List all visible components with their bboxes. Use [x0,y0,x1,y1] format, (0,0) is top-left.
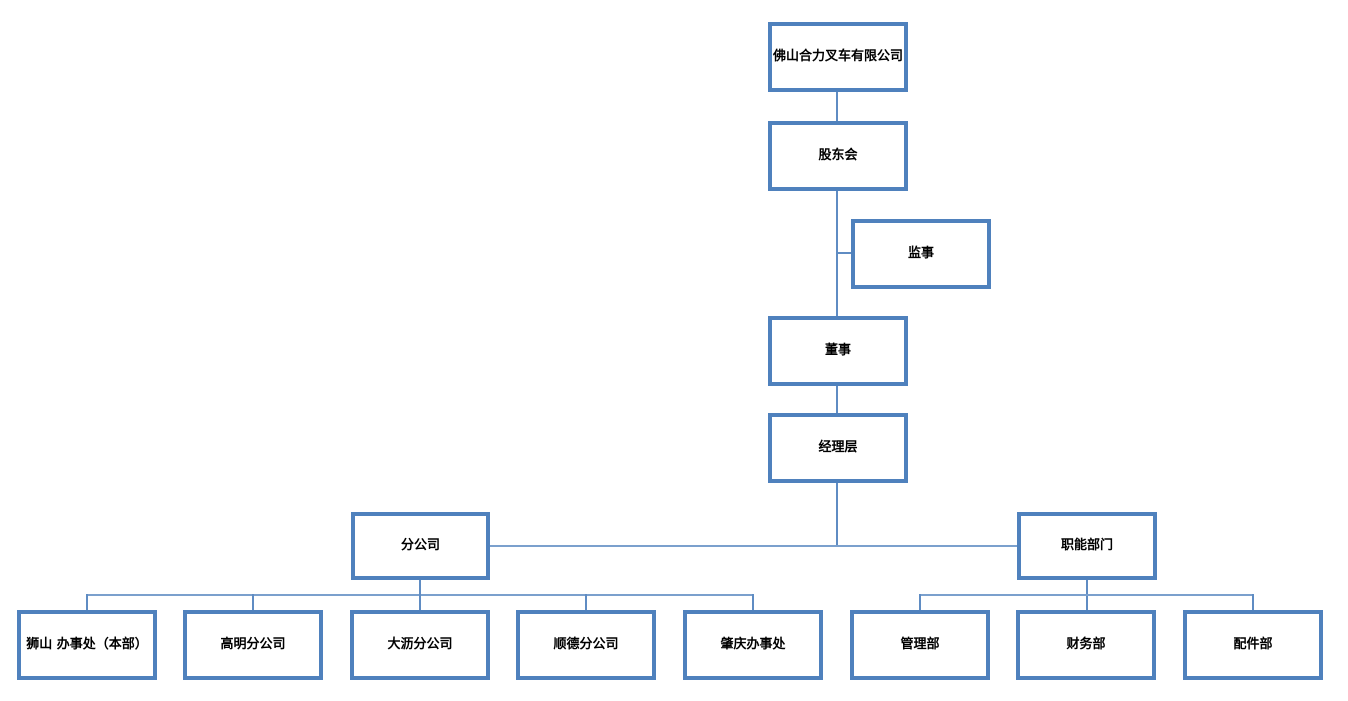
connector-stub-dali [419,594,421,611]
org-node-finance-dept: 财务部 [1016,610,1156,680]
connector-hub-horizontal [490,545,1018,547]
org-node-supervisor-label: 监事 [907,246,934,262]
org-node-parts-dept: 配件部 [1183,610,1323,680]
org-node-shareholders: 股东会 [768,121,908,191]
connector-company-shareholders [836,92,838,121]
org-node-management-dept: 管理部 [850,610,990,680]
org-node-company-label: 佛山合力叉车有限公司 [772,49,903,65]
org-node-shishan-office-label: 狮山 办事处（本部） [26,637,148,653]
org-node-shishan-office: 狮山 办事处（本部） [17,610,157,680]
org-node-zhaoqing-office: 肇庆办事处 [683,610,823,680]
org-node-shareholders-label: 股东会 [818,148,858,164]
org-node-management-dept-label: 管理部 [900,637,940,653]
org-node-company: 佛山合力叉车有限公司 [768,22,908,92]
org-node-branches-label: 分公司 [400,538,440,554]
org-node-supervisor: 监事 [851,219,991,289]
connector-supervisor-stub [837,252,851,254]
org-node-shunde-branch-label: 顺德分公司 [553,637,619,653]
connector-stub-shishan [86,594,88,611]
connector-branches-down [419,579,421,595]
org-node-dali-branch-label: 大沥分公司 [387,637,453,653]
org-node-management-label: 经理层 [818,440,858,456]
connector-stub-shunde [585,594,587,611]
connector-stub-peijian [1252,594,1254,611]
org-node-management: 经理层 [768,413,908,483]
org-node-functions-label: 职能部门 [1060,538,1113,554]
org-node-director: 董事 [768,316,908,386]
org-node-shunde-branch: 顺德分公司 [516,610,656,680]
org-node-gaoming-branch: 高明分公司 [183,610,323,680]
connector-stub-zhaoqing [752,594,754,611]
connector-stub-guanli [919,594,921,611]
connector-director-management [836,385,838,413]
connector-stub-gaoming [252,594,254,611]
connector-management-hub [836,483,838,546]
org-node-functions: 职能部门 [1017,512,1157,580]
org-node-branches: 分公司 [351,512,490,580]
org-node-gaoming-branch-label: 高明分公司 [220,637,286,653]
org-node-director-label: 董事 [824,343,851,359]
org-node-dali-branch: 大沥分公司 [350,610,490,680]
org-node-zhaoqing-office-label: 肇庆办事处 [720,637,786,653]
org-node-finance-dept-label: 财务部 [1066,637,1106,653]
org-node-parts-dept-label: 配件部 [1233,637,1273,653]
connector-functions-children-horizontal [919,594,1254,596]
